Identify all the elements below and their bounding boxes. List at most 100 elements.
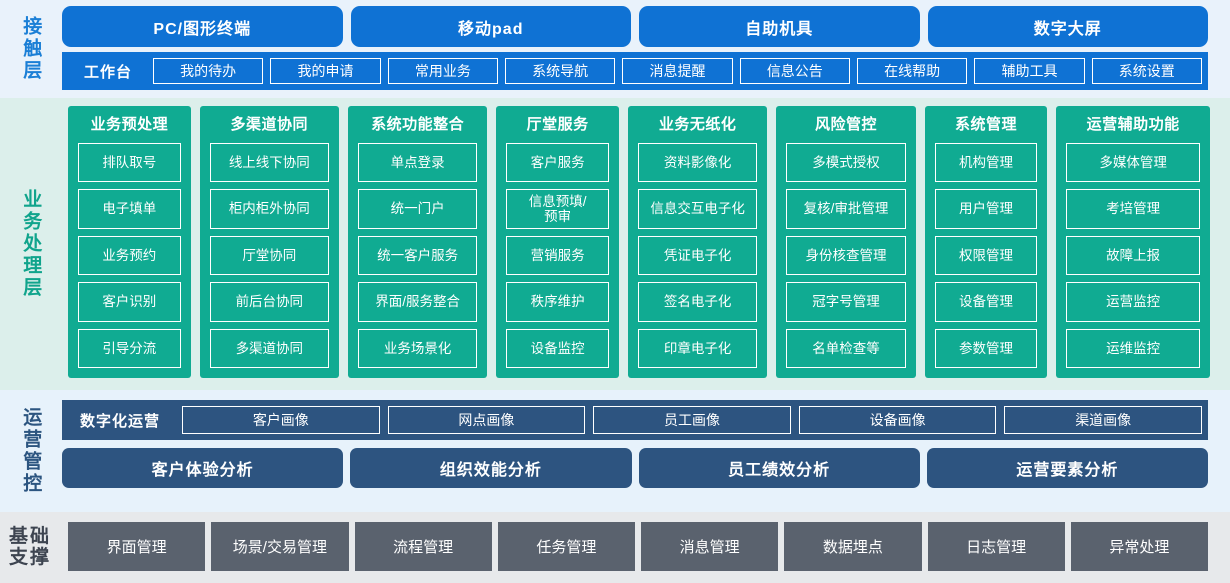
business-item-lobby-sync[interactable]: 厅堂协同 bbox=[209, 235, 329, 276]
business-item-training-management[interactable]: 考培管理 bbox=[1066, 189, 1200, 229]
channel-card-self-service[interactable]: 自助机具 bbox=[639, 6, 920, 47]
workbench-item-system-nav[interactable]: 系统导航 bbox=[505, 58, 616, 84]
workbench-item-my-todo[interactable]: 我的待办 bbox=[153, 58, 264, 84]
business-item-doc-imaging[interactable]: 资料影像化 bbox=[637, 143, 758, 183]
workbench-item-online-help[interactable]: 在线帮助 bbox=[856, 58, 968, 84]
business-column-system-integration: 系统功能整合 单点登录 统一门户 统一客户服务 界面/服务整合 业务场景化 bbox=[347, 106, 488, 378]
analysis-employee-performance[interactable]: 员工绩效分析 bbox=[638, 448, 920, 488]
business-item-signature-e[interactable]: 签名电子化 bbox=[637, 282, 758, 322]
foundation-item-ui-management[interactable]: 界面管理 bbox=[68, 522, 206, 571]
business-item-guide-diversion[interactable]: 引导分流 bbox=[78, 328, 181, 369]
foundation-item-log-management[interactable]: 日志管理 bbox=[927, 522, 1065, 571]
foundation-item-message-management[interactable]: 消息管理 bbox=[641, 522, 779, 571]
business-item-counter-sync[interactable]: 柜内柜外协同 bbox=[209, 189, 329, 229]
portrait-employee[interactable]: 员工画像 bbox=[593, 406, 791, 434]
business-item-multimedia-management[interactable]: 多媒体管理 bbox=[1066, 143, 1200, 183]
workbench-item-common-biz[interactable]: 常用业务 bbox=[387, 58, 498, 84]
business-item-unified-cust-service[interactable]: 统一客户服务 bbox=[357, 235, 478, 276]
layer-foundation-label-line1: 基础 bbox=[8, 525, 51, 547]
business-column-lobby-service: 厅堂服务 客户服务 信息预填/ 预审 营销服务 秩序维护 设备监控 bbox=[496, 106, 619, 378]
layer-foundation-label: 基础 支撑 bbox=[0, 512, 60, 583]
business-column-ops-support: 运营辅助功能 多媒体管理 考培管理 故障上报 运营监控 运维监控 bbox=[1056, 106, 1210, 378]
business-item-prefill-prereview[interactable]: 信息预填/ 预审 bbox=[506, 189, 609, 229]
channel-row: PC/图形终端 移动pad 自助机具 数字大屏 bbox=[62, 6, 1208, 47]
business-column-title: 风险管控 bbox=[814, 116, 877, 133]
business-item-customer-service[interactable]: 客户服务 bbox=[506, 143, 609, 183]
channel-card-mobile-pad[interactable]: 移动pad bbox=[350, 6, 631, 47]
business-item-customer-id[interactable]: 客户识别 bbox=[78, 282, 181, 322]
business-item-review-approval[interactable]: 复核/审批管理 bbox=[786, 189, 906, 229]
workbench-bar: 工作台 我的待办 我的申请 常用业务 系统导航 消息提醒 信息公告 在线帮助 辅… bbox=[62, 52, 1208, 90]
business-item-maintenance-monitoring[interactable]: 运维监控 bbox=[1066, 328, 1200, 369]
layer-business-body: 业务预处理 排队取号 电子填单 业务预约 客户识别 引导分流 多渠道协同 线上线… bbox=[60, 98, 1230, 390]
business-item-device-management[interactable]: 设备管理 bbox=[934, 282, 1038, 322]
workbench-item-message-alert[interactable]: 消息提醒 bbox=[622, 58, 733, 84]
business-item-operation-monitoring[interactable]: 运营监控 bbox=[1066, 282, 1200, 322]
portrait-customer[interactable]: 客户画像 bbox=[182, 406, 380, 434]
business-column-title: 系统功能整合 bbox=[371, 116, 465, 133]
layer-foundation: 基础 支撑 界面管理 场景/交易管理 流程管理 任务管理 消息管理 数据埋点 日… bbox=[0, 512, 1230, 583]
business-item-device-monitoring[interactable]: 设备监控 bbox=[506, 328, 609, 369]
foundation-item-exception-handling[interactable]: 异常处理 bbox=[1070, 522, 1208, 571]
business-item-serial-number-mgmt[interactable]: 冠字号管理 bbox=[786, 282, 906, 322]
layer-foundation-body: 界面管理 场景/交易管理 流程管理 任务管理 消息管理 数据埋点 日志管理 异常… bbox=[60, 512, 1230, 583]
analysis-operation-elements[interactable]: 运营要素分析 bbox=[926, 448, 1208, 488]
business-item-online-offline-sync[interactable]: 线上线下协同 bbox=[209, 143, 329, 183]
analysis-org-effectiveness[interactable]: 组织效能分析 bbox=[350, 448, 632, 488]
portrait-channel[interactable]: 渠道画像 bbox=[1004, 406, 1202, 434]
business-item-marketing-service[interactable]: 营销服务 bbox=[506, 235, 609, 276]
layer-business-label: 业务处理层 bbox=[0, 98, 60, 390]
layer-business: 业务处理层 业务预处理 排队取号 电子填单 业务预约 客户识别 引导分流 多渠道… bbox=[0, 98, 1230, 390]
portrait-device[interactable]: 设备画像 bbox=[798, 406, 997, 434]
layer-contact-body: PC/图形终端 移动pad 自助机具 数字大屏 工作台 我的待办 我的申请 常用… bbox=[60, 0, 1230, 98]
business-item-multimode-auth[interactable]: 多模式授权 bbox=[786, 143, 906, 183]
layer-business-label-text: 业务处理层 bbox=[20, 189, 42, 299]
business-item-parameter-management[interactable]: 参数管理 bbox=[934, 328, 1038, 369]
business-column-multichannel: 多渠道协同 线上线下协同 柜内柜外协同 厅堂协同 前后台协同 多渠道协同 bbox=[199, 106, 339, 378]
business-column-title: 多渠道协同 bbox=[230, 116, 309, 133]
business-item-front-back-sync[interactable]: 前后台协同 bbox=[209, 282, 329, 322]
foundation-item-process-management[interactable]: 流程管理 bbox=[354, 522, 492, 571]
business-item-queue-ticket[interactable]: 排队取号 bbox=[78, 143, 181, 183]
workbench-item-my-request[interactable]: 我的申请 bbox=[270, 58, 381, 84]
analysis-row: 客户体验分析 组织效能分析 员工绩效分析 运营要素分析 bbox=[62, 448, 1208, 488]
business-item-order-maintenance[interactable]: 秩序维护 bbox=[506, 282, 609, 322]
business-item-e-form[interactable]: 电子填单 bbox=[78, 189, 181, 229]
business-item-unified-portal[interactable]: 统一门户 bbox=[357, 189, 478, 229]
layer-contact-label-text: 接触层 bbox=[20, 16, 42, 82]
business-item-identity-verify[interactable]: 身份核查管理 bbox=[786, 235, 906, 276]
workbench-item-announcement[interactable]: 信息公告 bbox=[739, 58, 850, 84]
layer-foundation-label-line2: 支撑 bbox=[8, 546, 51, 568]
business-item-multichannel-sync[interactable]: 多渠道协同 bbox=[209, 328, 329, 369]
foundation-item-task-management[interactable]: 任务管理 bbox=[497, 522, 635, 571]
analysis-customer-experience[interactable]: 客户体验分析 bbox=[62, 448, 344, 488]
foundation-item-scenario-transaction[interactable]: 场景/交易管理 bbox=[211, 522, 349, 571]
workbench-item-system-settings[interactable]: 系统设置 bbox=[1091, 58, 1202, 84]
business-item-info-exchange-e[interactable]: 信息交互电子化 bbox=[637, 189, 758, 229]
business-item-user-management[interactable]: 用户管理 bbox=[934, 189, 1038, 229]
channel-card-pc[interactable]: PC/图形终端 bbox=[62, 6, 343, 47]
business-item-ui-service-integration[interactable]: 界面/服务整合 bbox=[357, 282, 478, 322]
business-item-appointment[interactable]: 业务预约 bbox=[78, 235, 181, 276]
business-column-title: 业务无纸化 bbox=[658, 116, 737, 133]
business-item-watchlist-check[interactable]: 名单检查等 bbox=[786, 328, 906, 369]
business-item-org-management[interactable]: 机构管理 bbox=[934, 143, 1038, 183]
business-item-voucher-e[interactable]: 凭证电子化 bbox=[637, 235, 758, 276]
foundation-item-data-tracking[interactable]: 数据埋点 bbox=[784, 522, 922, 571]
digital-operations-row: 数字化运营 客户画像 网点画像 员工画像 设备画像 渠道画像 bbox=[62, 400, 1208, 440]
workbench-title: 工作台 bbox=[84, 63, 133, 81]
business-item-fault-report[interactable]: 故障上报 bbox=[1066, 235, 1200, 276]
business-column-pretreatment: 业务预处理 排队取号 电子填单 业务预约 客户识别 引导分流 bbox=[68, 106, 191, 378]
workbench-item-aux-tools[interactable]: 辅助工具 bbox=[974, 58, 1085, 84]
portrait-branch[interactable]: 网点画像 bbox=[387, 406, 586, 434]
business-column-risk-control: 风险管控 多模式授权 复核/审批管理 身份核查管理 冠字号管理 名单检查等 bbox=[776, 106, 916, 378]
business-item-sso[interactable]: 单点登录 bbox=[357, 143, 478, 183]
business-column-title: 运营辅助功能 bbox=[1086, 116, 1180, 133]
channel-card-digital-screen[interactable]: 数字大屏 bbox=[927, 6, 1208, 47]
digital-operations-title: 数字化运营 bbox=[80, 412, 161, 430]
business-item-permission-management[interactable]: 权限管理 bbox=[934, 235, 1038, 276]
business-item-scenario-based[interactable]: 业务场景化 bbox=[357, 328, 478, 369]
business-column-system-management: 系统管理 机构管理 用户管理 权限管理 设备管理 参数管理 bbox=[924, 106, 1048, 378]
business-item-seal-e[interactable]: 印章电子化 bbox=[637, 328, 758, 369]
